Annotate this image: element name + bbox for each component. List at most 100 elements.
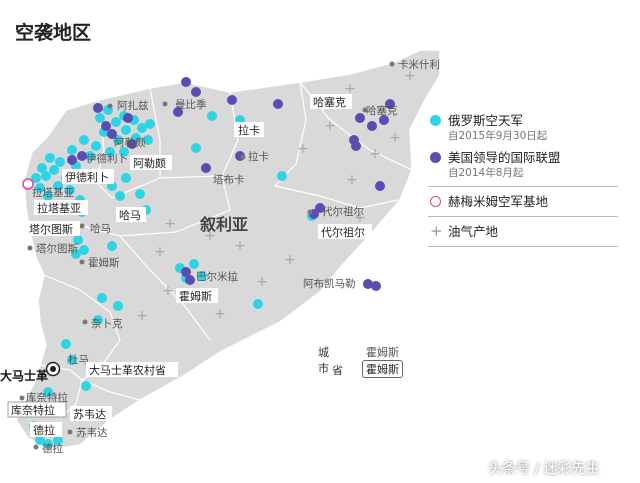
province-quneitra: 库奈特拉 xyxy=(11,403,55,417)
legend-divider xyxy=(428,186,618,187)
russia-strike-dot xyxy=(121,173,131,183)
coalition-strike-dot xyxy=(123,113,133,123)
russia-strike-dot xyxy=(41,171,51,181)
coalition-strike-dot xyxy=(227,95,237,105)
base-swatch xyxy=(430,196,441,207)
russia-strike-dot xyxy=(81,381,91,391)
coalition-strike-dot xyxy=(173,107,183,117)
hmeimim-base-marker xyxy=(22,178,34,190)
province-hama: 哈马 xyxy=(119,209,141,222)
russia-strike-dot xyxy=(107,241,117,251)
russia-strike-dot xyxy=(105,147,115,157)
legend-base: 赫梅米姆空军基地 xyxy=(428,193,618,210)
legend-russia-sub: 自2015年9月30日起 xyxy=(448,130,548,142)
legend: 俄罗斯空天军 自2015年9月30日起 美国领导的国际联盟 自2014年8月起 … xyxy=(428,112,618,253)
oil-marker: + xyxy=(404,68,416,84)
label-kamishli: 卡米什利 xyxy=(398,58,440,71)
oil-marker: + xyxy=(369,146,381,162)
coalition-strike-dot xyxy=(367,121,377,131)
city-marker xyxy=(79,259,85,265)
russia-strike-dot xyxy=(53,181,63,191)
legend-divider xyxy=(428,246,618,247)
province-tartus: 塔尔图斯 xyxy=(29,223,73,236)
russia-strike-dot xyxy=(67,145,77,155)
oil-marker: + xyxy=(154,244,166,260)
label-palmyra: 巴尔米拉 xyxy=(196,270,238,283)
city-marker xyxy=(307,209,313,215)
label-tabqa: 塔布卡 xyxy=(213,173,245,186)
legend-coalition-label: 美国领导的国际联盟 xyxy=(448,150,561,165)
russia-strike-dot xyxy=(137,123,147,133)
coalition-strike-dot xyxy=(181,77,191,87)
coalition-strike-dot xyxy=(185,275,195,285)
coalition-strike-dot xyxy=(385,99,395,109)
city-marker xyxy=(162,101,168,107)
russia-strike-dot xyxy=(79,135,89,145)
capital-label: 大马士革 xyxy=(0,368,48,383)
label-suwayda: 苏韦达 xyxy=(76,426,108,439)
oil-marker: + xyxy=(164,216,176,232)
province-deirezzor: 代尔祖尔 xyxy=(321,225,365,239)
oil-marker: + xyxy=(389,130,401,146)
russia-strike-dot xyxy=(45,153,55,163)
legend-oil: + 油气产地 xyxy=(428,223,618,240)
country-label: 叙利亚 xyxy=(200,215,248,234)
watermark: 头条号 / 迷彩先生 xyxy=(488,461,600,477)
russia-strike-dot xyxy=(53,435,63,445)
coalition-strike-dot xyxy=(375,181,385,191)
coalition-strike-dot xyxy=(371,281,381,291)
label-aleppo: 阿勒颇 xyxy=(114,136,146,149)
russia-strike-dot xyxy=(253,299,263,309)
coalition-strike-dot xyxy=(77,151,87,161)
label-homs: 霍姆斯 xyxy=(88,256,120,269)
russia-strike-dot xyxy=(207,111,217,121)
province-suwayda: 苏韦达 xyxy=(73,408,106,421)
legend-divider xyxy=(428,216,618,217)
coalition-strike-dot xyxy=(127,139,137,149)
legend-russia-label: 俄罗斯空天军 xyxy=(448,113,524,128)
legend-coalition-sub: 自2014年8月起 xyxy=(448,167,524,179)
legend-oil-label: 油气产地 xyxy=(448,224,499,239)
oil-marker: + xyxy=(256,274,268,290)
oil-marker: + xyxy=(234,238,246,254)
province-aleppo: 阿勒颇 xyxy=(133,156,166,170)
russia-strike-dot xyxy=(73,235,83,245)
label-idlib: 伊德利卜 xyxy=(86,152,128,165)
russia-strike-dot xyxy=(37,163,47,173)
coalition-swatch xyxy=(430,152,441,163)
label-azaz: 阿扎兹 xyxy=(117,99,149,112)
map-title: 空袭地区 xyxy=(15,22,92,44)
city-marker xyxy=(389,61,395,67)
label-abukamal: 阿布凯马勒 xyxy=(303,277,356,290)
oil-marker: + xyxy=(214,306,226,322)
label-deirezzor: 代尔祖尔 xyxy=(322,205,364,218)
russia-strike-dot xyxy=(115,191,125,201)
oil-marker: + xyxy=(318,204,330,220)
russia-strike-dot xyxy=(43,387,53,397)
russia-strike-dot xyxy=(135,189,145,199)
city-markers xyxy=(19,61,395,450)
label-nabk: 奈卜克 xyxy=(91,317,123,330)
coalition-strike-dot xyxy=(191,87,201,97)
label-manbij: 曼比季 xyxy=(175,98,207,111)
russia-strike-dot xyxy=(55,157,65,167)
russia-strike-dot xyxy=(43,439,53,449)
capital-marker xyxy=(45,361,61,377)
label-duma: 杜马 xyxy=(68,353,89,366)
coalition-strike-dot xyxy=(107,129,117,139)
oil-marker: + xyxy=(204,228,216,244)
province-idlib: 伊德利卜 xyxy=(65,170,109,184)
oil-marker: + xyxy=(227,271,239,287)
russia-strike-dot xyxy=(61,339,71,349)
label-daraa: 德拉 xyxy=(42,442,63,455)
city-marker xyxy=(19,395,25,401)
russia-strike-dot xyxy=(197,271,207,281)
coalition-strike-dot xyxy=(101,121,111,131)
province-latakia: 拉塔基亚 xyxy=(37,201,81,215)
city-marker xyxy=(33,444,39,450)
russia-strike-dot xyxy=(119,147,129,157)
oil-gas-markers: + + + + + + + + + + + + + + + + + + + xyxy=(136,68,416,324)
russia-strike-dot xyxy=(277,171,287,181)
russia-strike-dot xyxy=(111,117,121,127)
coalition-strike-dot xyxy=(363,279,373,289)
